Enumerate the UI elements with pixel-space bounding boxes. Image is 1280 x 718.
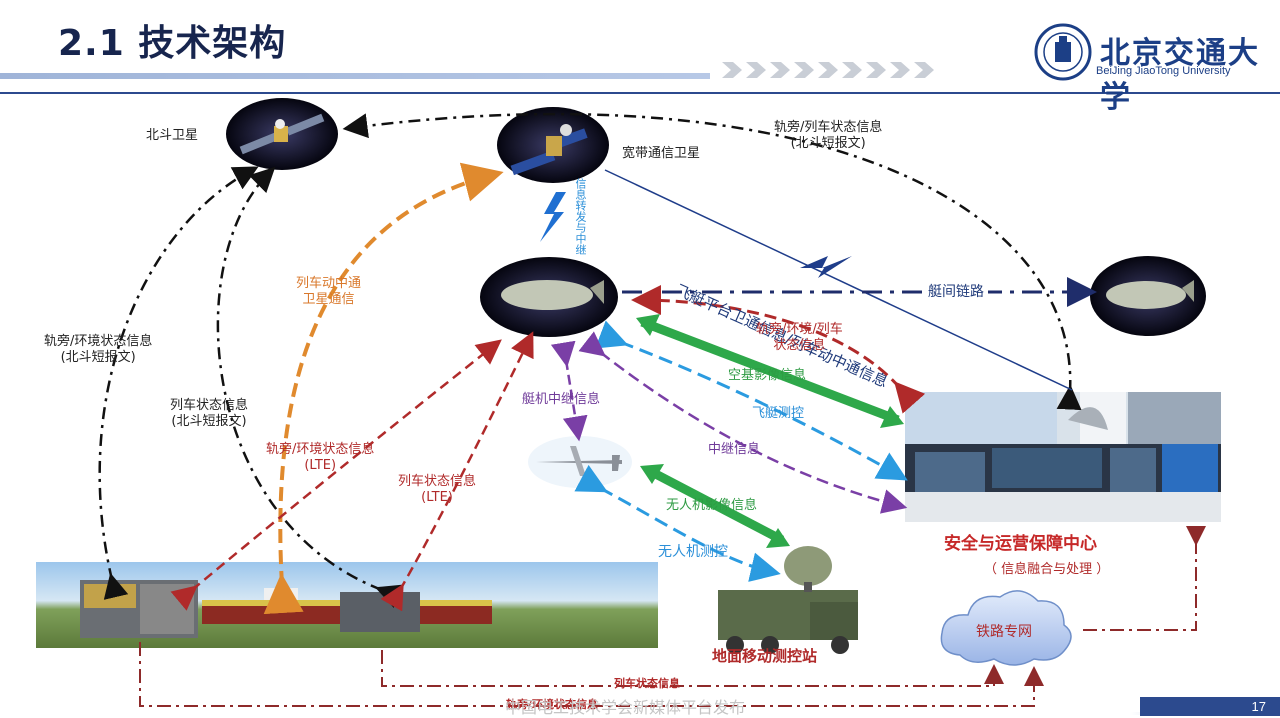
link-label-left-mid: 列车状态信息(北斗短报文) <box>170 398 249 429</box>
watermark-text: 中国电工技术学会新媒体平台发布 <box>505 698 746 717</box>
airship-2-icon <box>1090 256 1206 336</box>
broadband-satellite-label: 宽带通信卫星 <box>622 146 701 161</box>
control-center-label: 安全与运营保障中心 <box>944 534 1097 554</box>
link-label-relay: 中继信息 <box>708 442 761 457</box>
link-label-airship-relay: 艇机中继信息 <box>522 392 601 407</box>
title-underline <box>0 73 710 79</box>
page-number: 17 <box>1251 699 1266 714</box>
header-rule <box>0 92 1280 94</box>
link-label-lte-1: 轨旁/环境状态信息(LTE) <box>266 442 375 473</box>
link-label-orange: 列车动中通卫星通信 <box>296 276 362 307</box>
ground-station-icon <box>718 546 858 654</box>
link-label-uav-control: 无人机测控 <box>658 544 728 560</box>
broadband-satellite-icon <box>497 107 609 183</box>
link-label-vertical-satellite: 信息转发与中继 <box>574 178 587 255</box>
university-seal-icon <box>1034 23 1092 81</box>
beidou-satellite-icon <box>226 98 338 170</box>
link-label-bottom-2: 轨旁/环境状态信息 <box>506 698 599 711</box>
chevron-decoration <box>722 62 934 78</box>
railway-network-cloud-icon <box>940 590 1072 666</box>
link-label-left: 轨旁/环境状态信息(北斗短报文) <box>44 334 153 365</box>
railway-landscape-photo <box>36 562 658 648</box>
link-label-bottom-1: 列车状态信息 <box>614 677 680 690</box>
control-center-subtitle: （ 信息融合与处理 ） <box>984 562 1110 577</box>
page-title: 2.1 技术架构 <box>58 23 287 64</box>
airship-icon <box>480 257 618 337</box>
railway-network-label: 铁路专网 <box>976 624 1032 640</box>
university-name: 北京交通大学 <box>1100 36 1260 115</box>
link-label-top-right: 轨旁/列车状态信息(北斗短报文) <box>774 120 883 151</box>
link-label-lte-2: 列车状态信息(LTE) <box>398 474 477 505</box>
ground-station-label: 地面移动测控站 <box>712 647 818 665</box>
link-label-space-image: 空基影像信息 <box>728 368 807 383</box>
link-label-red-top: 轨旁/环境/列车状态信息 <box>756 322 843 353</box>
page-number-bar <box>1140 697 1280 716</box>
link-label-airship-control: 飞艇测控 <box>752 406 805 421</box>
beidou-satellite-label: 北斗卫星 <box>146 128 199 143</box>
link-label-inter-airship: 艇间链路 <box>924 284 988 300</box>
link-label-uav-image: 无人机影像信息 <box>666 498 758 513</box>
university-english-name: BeiJing JiaoTong University <box>1096 65 1231 77</box>
uav-icon <box>528 436 632 488</box>
control-center-photo <box>905 392 1221 522</box>
